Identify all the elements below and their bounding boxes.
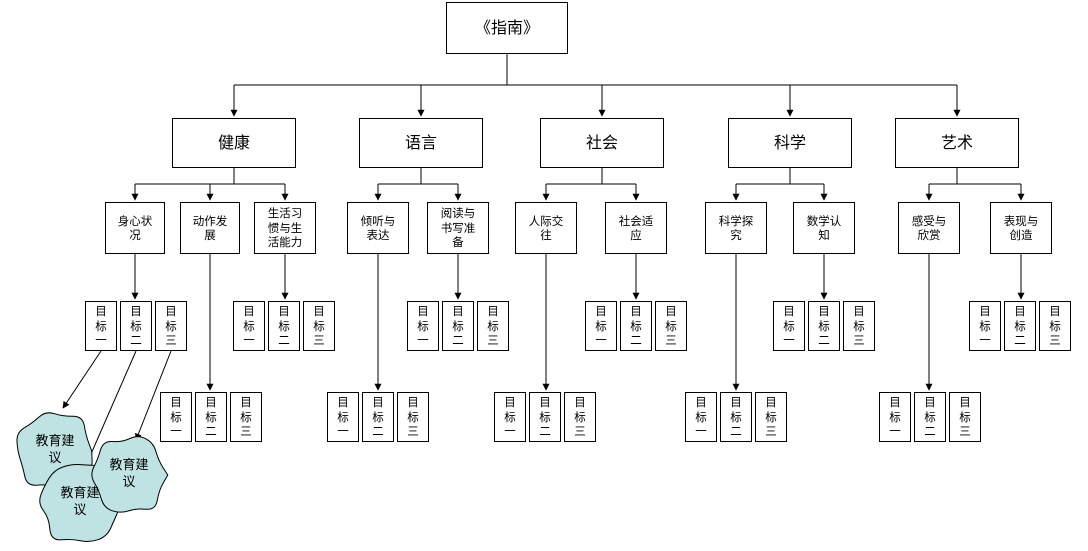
advice-label-3: 教育建 议 <box>109 458 149 490</box>
goals-reading-writing-2: 目 标 二 <box>442 301 474 351</box>
goals-physical-mental-2: 目 标 二 <box>120 301 152 351</box>
goals-expression-2: 目 标 二 <box>1004 301 1036 351</box>
sub-label: 数学认 知 <box>806 213 842 242</box>
domain-society-label: 社会 <box>585 133 618 152</box>
goals-interpersonal-1: 目 标 一 <box>494 392 526 442</box>
domain-science: 科学 <box>728 118 852 168</box>
goals-listening-3: 目 标 三 <box>397 392 429 442</box>
root-label: 《指南》 <box>474 18 539 37</box>
domain-art-label: 艺术 <box>940 133 973 152</box>
goals-interpersonal-3: 目 标 三 <box>564 392 596 442</box>
advice-blob-3 <box>91 436 169 513</box>
goals-social-adaptation-2: 目 标 二 <box>620 301 652 351</box>
goals-scientific-inquiry-2: 目 标 二 <box>720 392 752 442</box>
domain-language: 语言 <box>359 118 483 168</box>
goals-scientific-inquiry-1: 目 标 一 <box>685 392 717 442</box>
goals-interpersonal-2: 目 标 二 <box>529 392 561 442</box>
edge-goal-advice-1 <box>62 350 102 409</box>
sub-label: 科学探 究 <box>718 213 754 242</box>
sub-label: 人际交 往 <box>528 213 564 242</box>
goals-life-habits-1: 目 标 一 <box>233 301 265 351</box>
goals-math-cognition-3: 目 标 三 <box>843 301 875 351</box>
goals-scientific-inquiry-3: 目 标 三 <box>755 392 787 442</box>
sub-reading-writing: 阅读与 书写准 备 <box>427 202 489 254</box>
sub-social-adaptation: 社会适 应 <box>605 202 667 254</box>
sub-label: 倾听与 表达 <box>360 213 396 242</box>
sub-label: 身心状 况 <box>117 213 153 242</box>
goals-math-cognition-2: 目 标 二 <box>808 301 840 351</box>
goals-motor-development-1: 目 标 一 <box>160 392 192 442</box>
goals-listening-2: 目 标 二 <box>362 392 394 442</box>
sub-life-habits: 生活习 惯与生 活能力 <box>254 202 316 254</box>
goals-math-cognition-1: 目 标 一 <box>773 301 805 351</box>
advice-label-1: 教育建 议 <box>35 434 75 466</box>
goals-reading-writing-1: 目 标 一 <box>407 301 439 351</box>
sub-motor-development: 动作发 展 <box>180 202 240 254</box>
goals-social-adaptation-3: 目 标 三 <box>655 301 687 351</box>
sub-label: 感受与 欣赏 <box>911 213 947 242</box>
goals-feeling-3: 目 标 三 <box>949 392 981 442</box>
goals-feeling-1: 目 标 一 <box>879 392 911 442</box>
sub-label: 生活习 惯与生 活能力 <box>267 206 303 250</box>
goals-reading-writing-3: 目 标 三 <box>477 301 509 351</box>
goals-social-adaptation-1: 目 标 一 <box>585 301 617 351</box>
sub-label: 阅读与 书写准 备 <box>440 206 476 250</box>
edge-goal-advice-2 <box>83 350 137 471</box>
sub-label: 动作发 展 <box>192 213 228 242</box>
goals-life-habits-2: 目 标 二 <box>268 301 300 351</box>
sub-physical-mental: 身心状 况 <box>105 202 165 254</box>
sub-expression-creation: 表现与 创造 <box>990 202 1052 254</box>
domain-art: 艺术 <box>895 118 1019 168</box>
root-node: 《指南》 <box>446 2 568 54</box>
goals-life-habits-3: 目 标 三 <box>303 301 335 351</box>
sub-label: 表现与 创造 <box>1003 213 1039 242</box>
goals-motor-development-2: 目 标 二 <box>195 392 227 442</box>
sub-scientific-inquiry: 科学探 究 <box>705 202 767 254</box>
goals-listening-1: 目 标 一 <box>327 392 359 442</box>
domain-science-label: 科学 <box>773 133 806 152</box>
goals-physical-mental-1: 目 标 一 <box>85 301 117 351</box>
edge-goal-advice-3 <box>135 350 172 441</box>
domain-language-label: 语言 <box>404 133 437 152</box>
sub-listening-expression: 倾听与 表达 <box>347 202 409 254</box>
goals-expression-3: 目 标 三 <box>1039 301 1071 351</box>
goals-motor-development-3: 目 标 三 <box>230 392 262 442</box>
sub-math-cognition: 数学认 知 <box>793 202 855 254</box>
goals-expression-1: 目 标 一 <box>969 301 1001 351</box>
sub-label: 社会适 应 <box>618 213 654 242</box>
sub-interpersonal: 人际交 往 <box>515 202 577 254</box>
domain-health-label: 健康 <box>217 133 250 152</box>
advice-label-2: 教育建 议 <box>60 486 100 518</box>
goals-feeling-2: 目 标 二 <box>914 392 946 442</box>
goals-physical-mental-3: 目 标 三 <box>155 301 187 351</box>
domain-health: 健康 <box>172 118 296 168</box>
sub-feeling-appreciation: 感受与 欣赏 <box>898 202 960 254</box>
domain-society: 社会 <box>540 118 664 168</box>
